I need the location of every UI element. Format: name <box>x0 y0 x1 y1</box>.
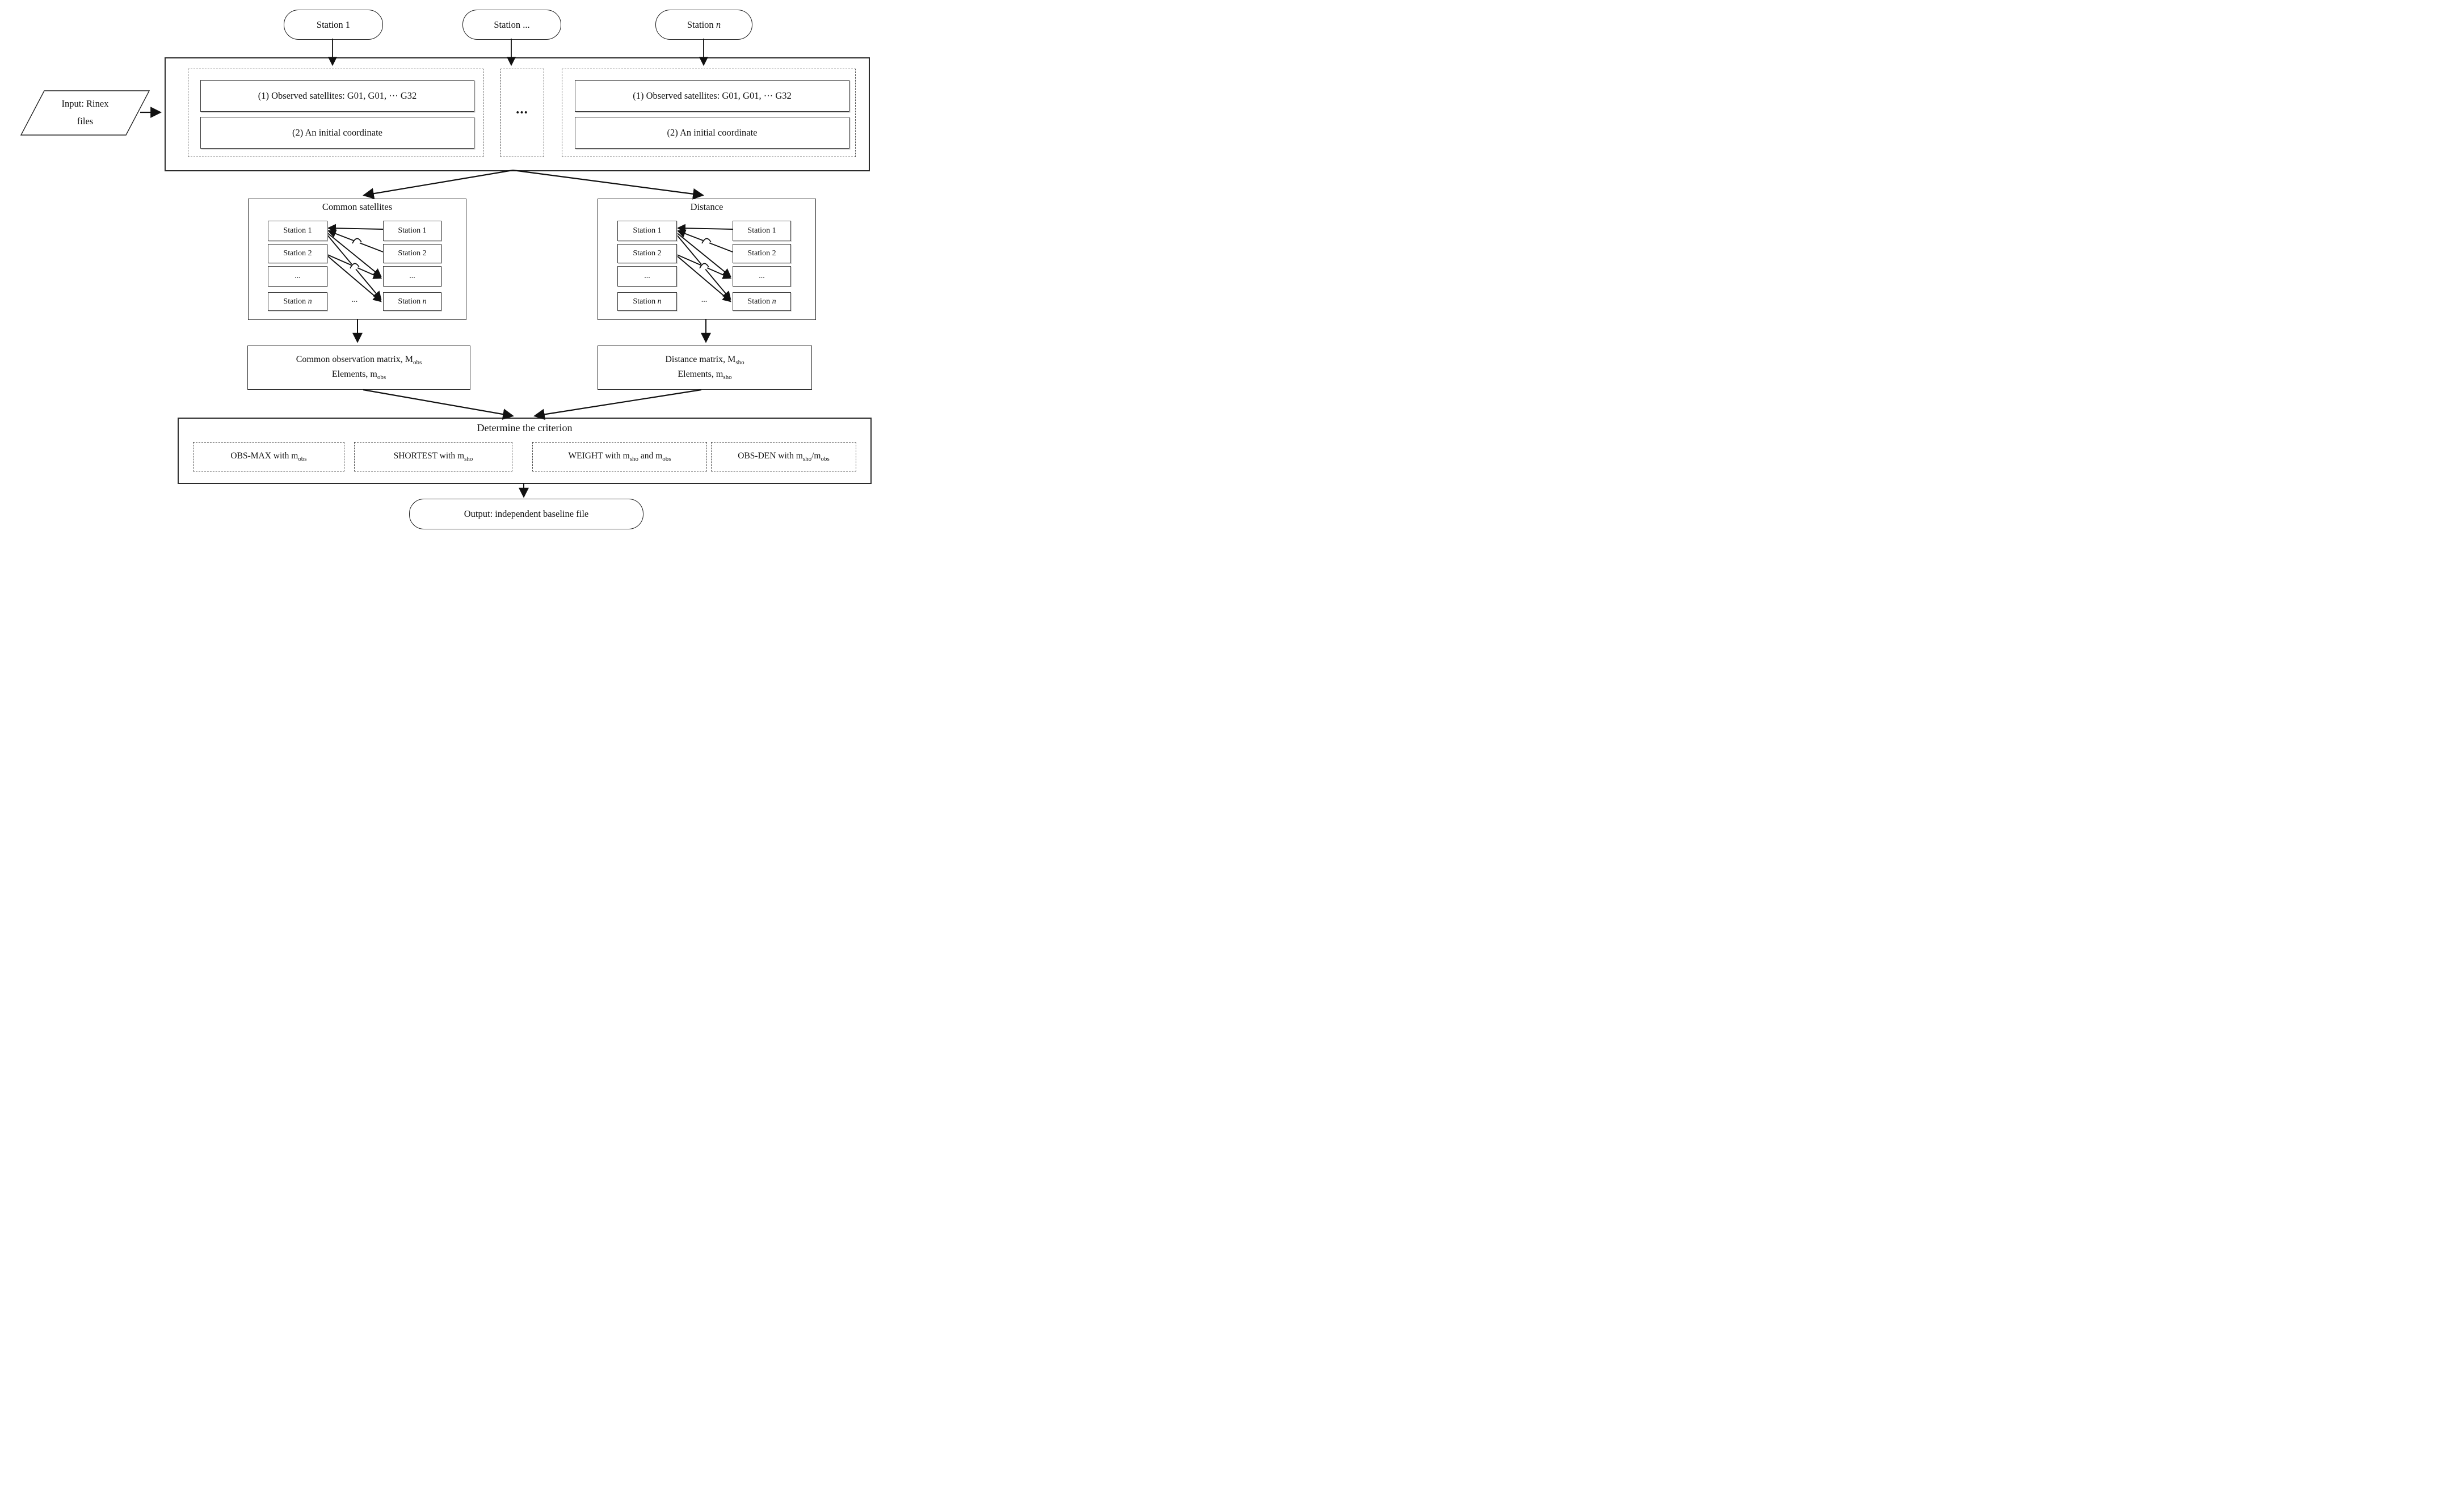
distance-left-station-dots: ... <box>617 266 677 287</box>
common-left-station-1: Station 1 <box>268 221 327 241</box>
distance-left-station-2: Station 2 <box>617 244 677 263</box>
distance-right-station-n: Station n <box>733 292 791 311</box>
common-right-station-n: Station n <box>383 292 441 311</box>
criterion-obs-max: OBS-MAX with mobs <box>193 442 344 471</box>
stationN-coordinate-label: (2) An initial coordinate <box>667 127 758 138</box>
common-matrix-line2: Elements, mobs <box>331 369 386 381</box>
distance-matrix-line1: Distance matrix, Msho <box>665 354 744 366</box>
stations-ellipsis-box: ••• <box>500 69 544 157</box>
stationN-observed-box: (1) Observed satellites: G01, G01, ⋯ G32 <box>575 80 849 112</box>
station1-coordinate-label: (2) An initial coordinate <box>292 127 382 138</box>
common-left-station-dots: ... <box>268 266 327 287</box>
distance-box: Distance Station 1 Station 2 .. <box>598 199 816 320</box>
common-pairing-lines <box>326 224 384 302</box>
oval-station-n: Station n <box>655 10 752 40</box>
oval-station-1: Station 1 <box>284 10 383 40</box>
distance-title: Distance <box>690 201 723 212</box>
flowchart-canvas: Station 1 Station ... Station n Input: R… <box>0 0 877 538</box>
distance-matrix-line2: Elements, msho <box>678 369 732 381</box>
arrow-split-right <box>512 169 704 200</box>
criterion-weight: WEIGHT with msho and mobs <box>532 442 707 471</box>
common-right-station-dots: ... <box>383 266 441 287</box>
station1-observed-box: (1) Observed satellites: G01, G01, ⋯ G32 <box>200 80 474 112</box>
oval-station-dots: Station ... <box>462 10 561 40</box>
common-left-station-n: Station n <box>268 292 327 311</box>
arrow-converge-right <box>533 389 702 420</box>
distance-pairing-lines <box>675 224 733 302</box>
oval-station-dots-label: Station ... <box>494 19 530 30</box>
criterion-obs-den: OBS-DEN with msho/mobs <box>711 442 856 471</box>
common-satellites-box: Common satellites Station 1 Station <box>248 199 466 320</box>
common-right-station-1: Station 1 <box>383 221 441 241</box>
input-parallelogram-label: Input: Rinex files <box>31 95 139 130</box>
station1-coordinate-box: (2) An initial coordinate <box>200 117 474 149</box>
stationN-observed-label: (1) Observed satellites: G01, G01, ⋯ G32 <box>633 90 792 101</box>
common-right-station-2: Station 2 <box>383 244 441 263</box>
oval-station-n-label: Station n <box>687 19 721 30</box>
distance-left-station-n: Station n <box>617 292 677 311</box>
stations-ellipsis-label: ••• <box>516 108 529 117</box>
common-matrix-box: Common observation matrix, Mobs Elements… <box>247 346 470 390</box>
input-line2: files <box>77 116 94 127</box>
criterion-shortest: SHORTEST with msho <box>354 442 512 471</box>
criterion-title: Determine the criterion <box>477 422 573 433</box>
oval-station-1-label: Station 1 <box>316 19 351 30</box>
distance-right-station-1: Station 1 <box>733 221 791 241</box>
input-line1: Input: Rinex <box>61 98 109 109</box>
input-parallelogram-shape <box>20 90 150 136</box>
distance-right-station-2: Station 2 <box>733 244 791 263</box>
output-label: Output: independent baseline file <box>464 508 589 519</box>
common-satellites-title: Common satellites <box>322 201 393 212</box>
distance-right-station-dots: ... <box>733 266 791 287</box>
common-matrix-line1: Common observation matrix, Mobs <box>296 354 422 366</box>
output-oval: Output: independent baseline file <box>409 499 643 529</box>
station1-observed-label: (1) Observed satellites: G01, G01, ⋯ G32 <box>258 90 417 101</box>
stationN-coordinate-box: (2) An initial coordinate <box>575 117 849 149</box>
arrow-converge-left <box>363 389 514 420</box>
common-left-station-2: Station 2 <box>268 244 327 263</box>
distance-matrix-box: Distance matrix, Msho Elements, msho <box>598 346 812 390</box>
arrow-split-left <box>363 169 514 199</box>
distance-center-dots: ... <box>701 296 708 304</box>
connector-layer <box>20 39 711 498</box>
common-center-dots: ... <box>351 296 358 304</box>
distance-left-station-1: Station 1 <box>617 221 677 241</box>
